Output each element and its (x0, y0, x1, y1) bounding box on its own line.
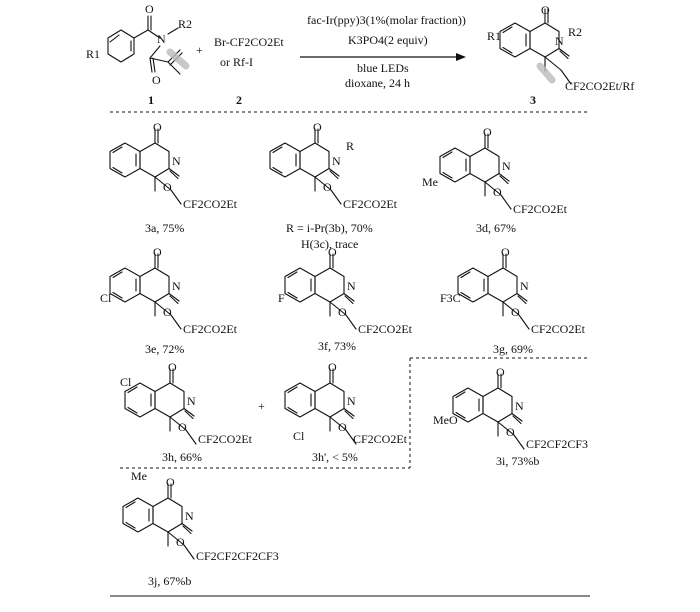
compound-3i-methoxy: MeO (433, 413, 458, 427)
compound-3b-chain: CF2CO2Et (343, 197, 398, 211)
condition-light: blue LEDs (357, 61, 409, 75)
compound-3e-nitrogen: N (172, 279, 181, 293)
compound-3j-oxygen-2: O (176, 535, 185, 549)
compound-3e-oxygen-2: O (163, 305, 172, 319)
compound-3j-caption: 3j, 67%b (148, 574, 191, 588)
compound-3h-prime-chloro: Cl (293, 429, 305, 443)
compound-3b-r: R (346, 139, 354, 153)
plus-sign: + (196, 43, 203, 57)
compound-3e-oxygen: O (153, 245, 162, 259)
compound-3f-oxygen-2: O (338, 305, 347, 319)
compound-3g-trifluoromethyl: F3C (440, 291, 461, 305)
reagent-1-oxygen: O (145, 2, 154, 16)
compound-3f-oxygen: O (328, 245, 337, 259)
compound-3e-chloro: Cl (100, 291, 112, 305)
reagent-1-structure (107, 15, 190, 75)
product-side-chain: CF2CO2Et/Rf (565, 79, 634, 93)
compound-3b-nitrogen: N (332, 154, 341, 168)
compound-3i-nitrogen: N (515, 399, 524, 413)
compound-3i-caption: 3i, 73%b (496, 454, 539, 468)
compound-3a-nitrogen: N (172, 154, 181, 168)
compound-3e-caption: 3e, 72% (145, 342, 184, 356)
condition-solvent: dioxane, 24 h (345, 76, 410, 90)
compound-3h-chloro: Cl (120, 375, 132, 389)
product-number: 3 (530, 93, 536, 107)
compound-3a-oxygen-2: O (163, 180, 172, 194)
compound-3d-methyl: Me (422, 175, 438, 189)
compound-3g-caption: 3g, 69% (493, 342, 533, 356)
reagent-1-oxygen-2: O (152, 73, 161, 87)
compound-3h-oxygen: O (168, 360, 177, 374)
condition-base: K3PO4(2 equiv) (348, 33, 428, 47)
product-3-structure (499, 8, 572, 85)
compound-3d-oxygen: O (483, 125, 492, 139)
reagent-2-number: 2 (236, 93, 242, 107)
compound-3j-methyl: Me (131, 469, 147, 483)
compound-3h-prime-chain: CF2CO2Et (353, 432, 408, 446)
compound-3i-chain: CF2CF2CF3 (526, 437, 588, 451)
compound-3i-oxygen: O (496, 365, 505, 379)
compound-3d-oxygen-2: O (493, 185, 502, 199)
compound-3i-oxygen-2: O (506, 425, 515, 439)
compound-3j-oxygen: O (166, 475, 175, 489)
compound-3h-oxygen-2: O (178, 420, 187, 434)
reagent-2-line-2: or Rf-I (220, 55, 253, 69)
compound-3a-chain: CF2CO2Et (183, 197, 238, 211)
compound-3h-nitrogen: N (187, 394, 196, 408)
compound-3j-chain: CF2CF2CF2CF3 (196, 549, 279, 563)
compound-3g-chain: CF2CO2Et (531, 322, 586, 336)
product-r2: R2 (568, 25, 582, 39)
compound-3d-chain: CF2CO2Et (513, 202, 568, 216)
compound-3f-fluoro: F (278, 291, 285, 305)
reagent-1-number: 1 (148, 93, 154, 107)
compound-3f-caption: 3f, 73% (318, 339, 356, 353)
compound-3g-nitrogen: N (520, 279, 529, 293)
compound-3c-caption: H(3c), trace (301, 237, 358, 251)
compound-3h-prime-oxygen: O (328, 360, 337, 374)
compound-3h-prime-nitrogen: N (347, 394, 356, 408)
compound-3f-chain: CF2CO2Et (358, 322, 413, 336)
compound-3j-nitrogen: N (185, 509, 194, 523)
product-oxygen: O (541, 3, 550, 17)
compound-3d-nitrogen: N (502, 159, 511, 173)
reaction-arrowhead (456, 53, 466, 61)
compound-3h-prime-oxygen-2: O (338, 420, 347, 434)
product-r1: R1 (487, 29, 501, 43)
compound-3d-caption: 3d, 67% (476, 221, 516, 235)
compound-3f-nitrogen: N (347, 279, 356, 293)
compound-3g-oxygen-2: O (511, 305, 520, 319)
compound-3h-prime-caption: 3h', < 5% (312, 450, 358, 464)
reagent-1-nitrogen: N (157, 32, 166, 46)
reagent-1-r2: R2 (178, 17, 192, 31)
reagent-1-r1: R1 (86, 47, 100, 61)
compound-3e-chain: CF2CO2Et (183, 322, 238, 336)
compound-3a-oxygen: O (153, 120, 162, 134)
compound-3a-caption: 3a, 75% (145, 221, 184, 235)
compound-3h-caption: 3h, 66% (162, 450, 202, 464)
plus-sign-2: + (258, 399, 265, 413)
compound-3b-oxygen-2: O (323, 180, 332, 194)
reagent-2-line-1: Br-CF2CO2Et (214, 35, 284, 49)
compound-3b-caption: R = i-Pr(3b), 70% (286, 221, 373, 235)
compound-3g-oxygen: O (501, 245, 510, 259)
product-nitrogen: N (555, 34, 564, 48)
condition-catalyst: fac-Ir(ppy)3(1%(molar fraction)) (307, 13, 466, 27)
compound-3h-chain: CF2CO2Et (198, 432, 253, 446)
compound-3b-oxygen: O (313, 120, 322, 134)
